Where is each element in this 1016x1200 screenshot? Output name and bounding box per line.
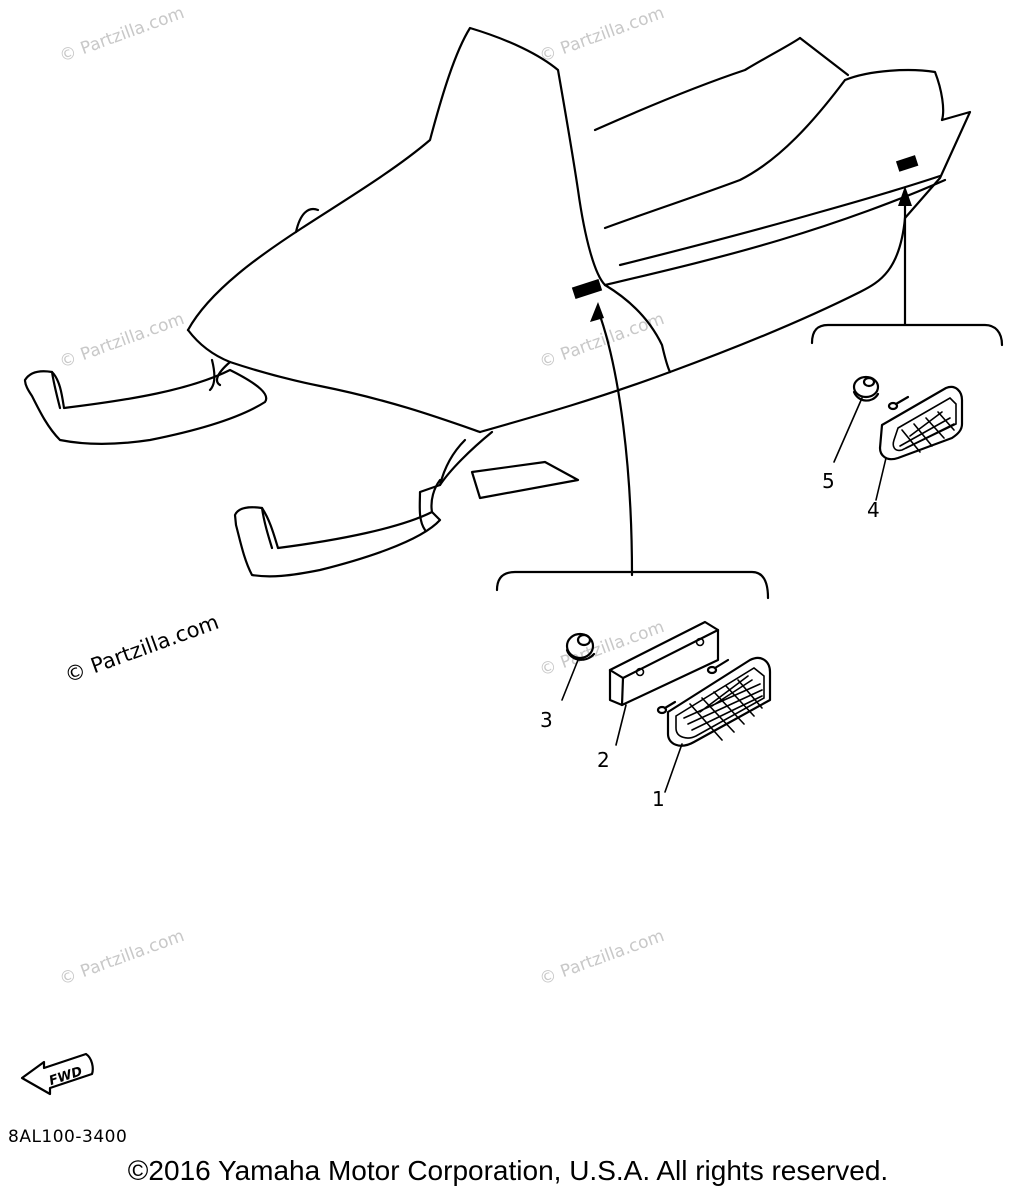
watermark-main: © Partzilla.com [62,610,222,688]
bracket-front [495,570,770,600]
callout-5: 5 [822,469,835,493]
watermark: © Partzilla.com [57,926,187,990]
reflector-location-rear [895,155,919,172]
callout-leaders [561,397,887,793]
watermark: © Partzilla.com [57,309,187,373]
locator-arrows [590,186,912,577]
diagram-code: 8AL100-3400 [8,1127,128,1147]
watermark: © Partzilla.com [57,3,187,67]
callout-3: 3 [540,708,553,732]
fwd-arrow: FWD [20,1052,94,1096]
part-5-nut [852,375,880,402]
fwd-label: FWD [47,1064,84,1089]
part-2-spacer [608,620,720,707]
copyright-notice: ©2016 Yamaha Motor Corporation, U.S.A. A… [127,1155,889,1186]
watermark: © Partzilla.com [537,3,667,67]
watermark-group: © Partzilla.com © Partzilla.com © Partzi… [57,3,667,990]
callout-1: 1 [652,787,665,811]
snowmobile-drawing [23,26,972,578]
watermark: © Partzilla.com [537,926,667,990]
reflector-location-front [571,278,603,300]
watermark: © Partzilla.com [537,617,667,681]
part-1-reflector [656,656,772,747]
callout-2: 2 [597,748,610,772]
bracket-rear [810,323,1004,347]
callout-4: 4 [867,498,880,522]
part-4-reflector [878,385,964,461]
